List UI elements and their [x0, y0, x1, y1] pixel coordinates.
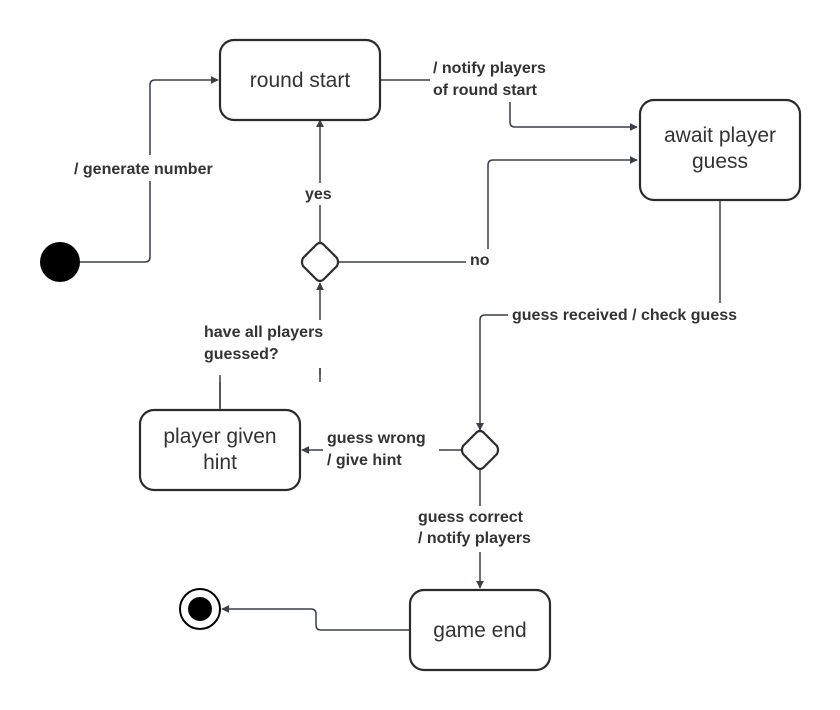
label-guess-correct-line2: / notify players [418, 530, 531, 547]
state-game-end-label: game end [433, 619, 526, 642]
decision-guess-check [460, 429, 500, 471]
state-await-player-guess: await player guess [638, 98, 802, 202]
state-hint-label-line1: player given [163, 425, 276, 448]
label-guess-wrong-line1: guess wrong [327, 430, 426, 447]
label-notify-round-start-line1: / notify players [433, 60, 546, 77]
state-game-end: game end [408, 588, 552, 672]
label-guess-correct-line1: guess correct [418, 509, 524, 526]
state-round-start-label: round start [250, 69, 351, 92]
decision-all-guessed [300, 241, 340, 283]
edge-decision-no-to-await-guess [338, 156, 638, 263]
label-guess-received: guess received / check guess [512, 307, 737, 324]
label-generate-number: / generate number [74, 161, 213, 178]
label-no: no [470, 252, 490, 269]
edge-game-end-to-final [221, 605, 410, 631]
state-player-given-hint: player given hint [138, 408, 302, 492]
label-all-guessed-line2: guessed? [204, 346, 279, 363]
final-node [179, 588, 221, 630]
label-yes: yes [305, 186, 332, 203]
state-await-guess-label-line2: guess [692, 150, 748, 173]
initial-node [40, 242, 80, 282]
state-hint-label-line2: hint [203, 451, 237, 474]
label-notify-round-start-line2: of round start [433, 82, 538, 99]
label-guess-wrong-line2: / give hint [327, 452, 402, 469]
label-all-guessed-line1: have all players [204, 324, 323, 341]
state-round-start: round start [218, 38, 382, 122]
state-await-guess-label-line1: await player [664, 124, 776, 147]
